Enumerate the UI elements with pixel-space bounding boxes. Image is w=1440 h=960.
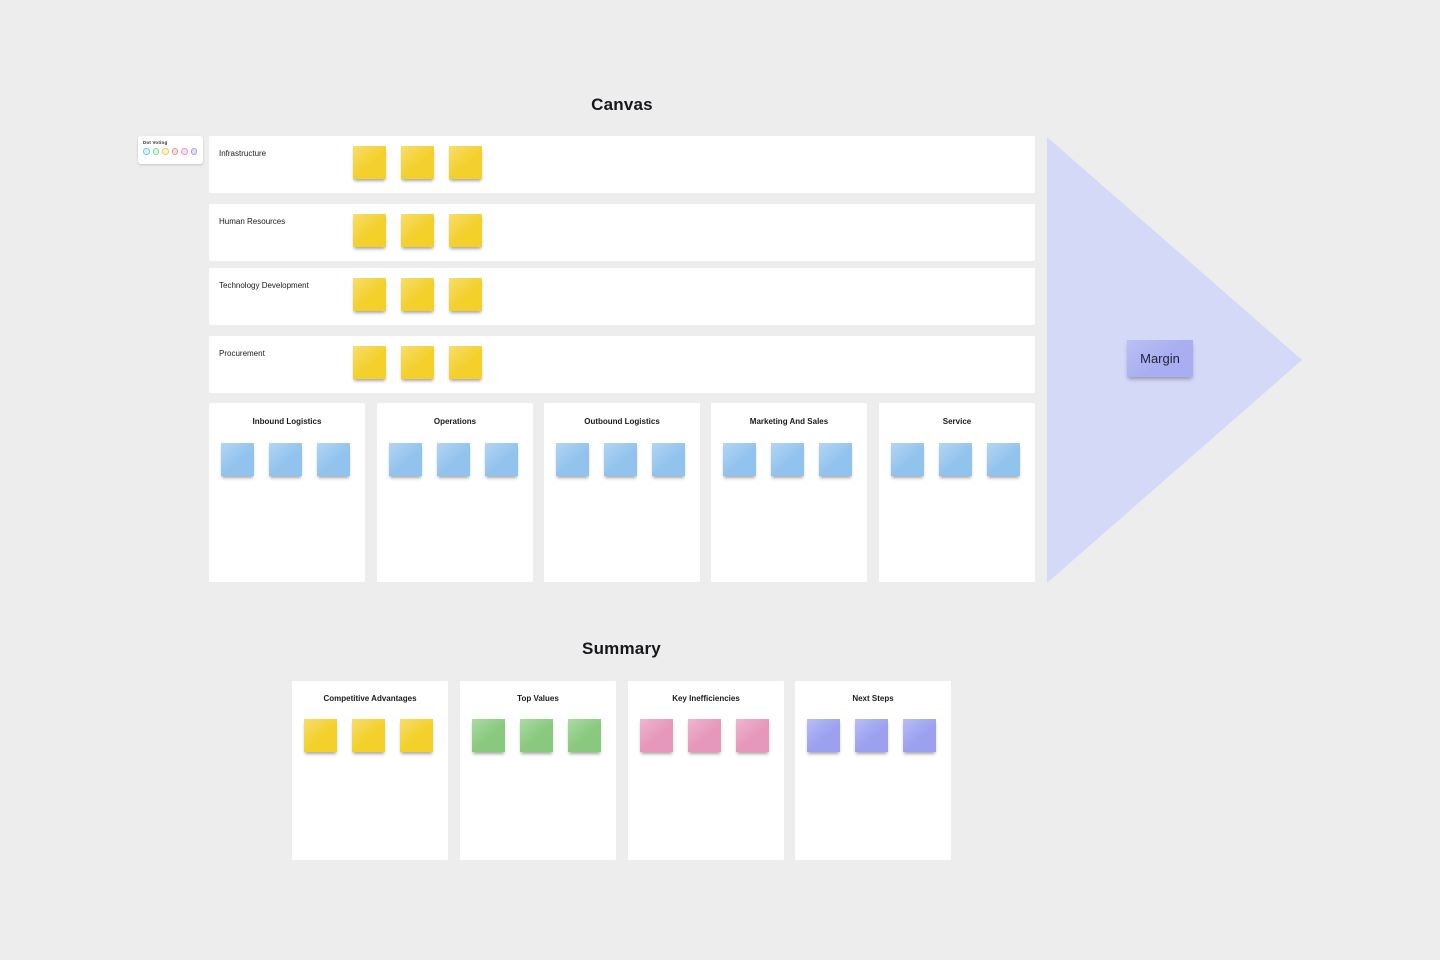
sticky-note[interactable] bbox=[939, 443, 972, 476]
sticky-note[interactable] bbox=[903, 719, 936, 752]
sticky-note[interactable] bbox=[568, 719, 601, 752]
yellow-dot[interactable] bbox=[162, 148, 169, 155]
sticky-note[interactable] bbox=[472, 719, 505, 752]
row-human-resources[interactable]: Human Resources bbox=[209, 204, 1035, 261]
sticky-note[interactable] bbox=[401, 278, 434, 311]
sticky-note[interactable] bbox=[449, 346, 482, 379]
sticky-note[interactable] bbox=[400, 719, 433, 752]
column-title: Outbound Logistics bbox=[584, 417, 660, 426]
red-dot[interactable] bbox=[171, 148, 178, 155]
sticky-note[interactable] bbox=[353, 146, 386, 179]
purple-dot[interactable] bbox=[190, 148, 197, 155]
sticky-note[interactable] bbox=[353, 214, 386, 247]
sticky-note[interactable] bbox=[304, 719, 337, 752]
column-title: Service bbox=[942, 417, 972, 426]
summary-competitive-advantages[interactable]: Competitive Advantages bbox=[292, 681, 448, 860]
row-label: Technology Development bbox=[219, 281, 309, 290]
row-infrastructure[interactable]: Infrastructure bbox=[209, 136, 1035, 193]
sticky-note[interactable] bbox=[437, 443, 470, 476]
sticky-note[interactable] bbox=[640, 719, 673, 752]
dot-voting-dots bbox=[143, 148, 198, 155]
column-title: Marketing And Sales bbox=[749, 417, 829, 426]
sticky-note[interactable] bbox=[652, 443, 685, 476]
column-operations[interactable]: Operations bbox=[377, 403, 533, 582]
sticky-note[interactable] bbox=[604, 443, 637, 476]
sticky-note[interactable] bbox=[449, 278, 482, 311]
sticky-note[interactable] bbox=[401, 214, 434, 247]
sticky-note[interactable] bbox=[449, 146, 482, 179]
column-outbound-logistics[interactable]: Outbound Logistics bbox=[544, 403, 700, 582]
column-title: Operations bbox=[433, 417, 477, 426]
sticky-note[interactable] bbox=[221, 443, 254, 476]
sticky-note[interactable] bbox=[987, 443, 1020, 476]
sticky-note[interactable] bbox=[449, 214, 482, 247]
sticky-note[interactable] bbox=[353, 278, 386, 311]
row-procurement[interactable]: Procurement bbox=[209, 336, 1035, 393]
dot-voting-widget[interactable]: Dot Voting bbox=[138, 136, 203, 164]
blue-dot[interactable] bbox=[143, 148, 150, 155]
column-title: Inbound Logistics bbox=[252, 417, 322, 426]
sticky-note[interactable] bbox=[688, 719, 721, 752]
summary-panel-title: Key Inefficiencies bbox=[672, 694, 740, 703]
sticky-note[interactable] bbox=[855, 719, 888, 752]
sticky-note[interactable] bbox=[389, 443, 422, 476]
sticky-note[interactable] bbox=[520, 719, 553, 752]
sticky-note[interactable] bbox=[485, 443, 518, 476]
sticky-note[interactable] bbox=[401, 346, 434, 379]
sticky-note[interactable] bbox=[736, 719, 769, 752]
sticky-note[interactable] bbox=[317, 443, 350, 476]
sticky-note[interactable] bbox=[401, 146, 434, 179]
column-marketing-and-sales[interactable]: Marketing And Sales bbox=[711, 403, 867, 582]
green-dot[interactable] bbox=[152, 148, 159, 155]
summary-panel-title: Top Values bbox=[517, 694, 559, 703]
canvas-section-title: Canvas bbox=[591, 95, 653, 114]
margin-sticky-note[interactable]: Margin bbox=[1127, 340, 1193, 377]
summary-section-title: Summary bbox=[582, 639, 661, 658]
row-label: Human Resources bbox=[219, 217, 286, 226]
column-service[interactable]: Service bbox=[879, 403, 1035, 582]
sticky-note[interactable] bbox=[891, 443, 924, 476]
sticky-note[interactable] bbox=[807, 719, 840, 752]
sticky-note[interactable] bbox=[723, 443, 756, 476]
sticky-note[interactable] bbox=[352, 719, 385, 752]
row-technology-development[interactable]: Technology Development bbox=[209, 268, 1035, 325]
summary-key-inefficiencies[interactable]: Key Inefficiencies bbox=[628, 681, 784, 860]
summary-top-values[interactable]: Top Values bbox=[460, 681, 616, 860]
sticky-note[interactable] bbox=[556, 443, 589, 476]
pink-dot[interactable] bbox=[181, 148, 188, 155]
sticky-note[interactable] bbox=[819, 443, 852, 476]
summary-next-steps[interactable]: Next Steps bbox=[795, 681, 951, 860]
dot-voting-label: Dot Voting bbox=[143, 140, 168, 145]
sticky-note[interactable] bbox=[269, 443, 302, 476]
summary-panel-title: Competitive Advantages bbox=[323, 694, 417, 703]
sticky-note[interactable] bbox=[353, 346, 386, 379]
sticky-note[interactable] bbox=[771, 443, 804, 476]
summary-panel-title: Next Steps bbox=[852, 694, 894, 703]
column-inbound-logistics[interactable]: Inbound Logistics bbox=[209, 403, 365, 582]
row-label: Infrastructure bbox=[219, 149, 267, 158]
margin-label: Margin bbox=[1140, 351, 1180, 366]
row-label: Procurement bbox=[219, 349, 265, 358]
